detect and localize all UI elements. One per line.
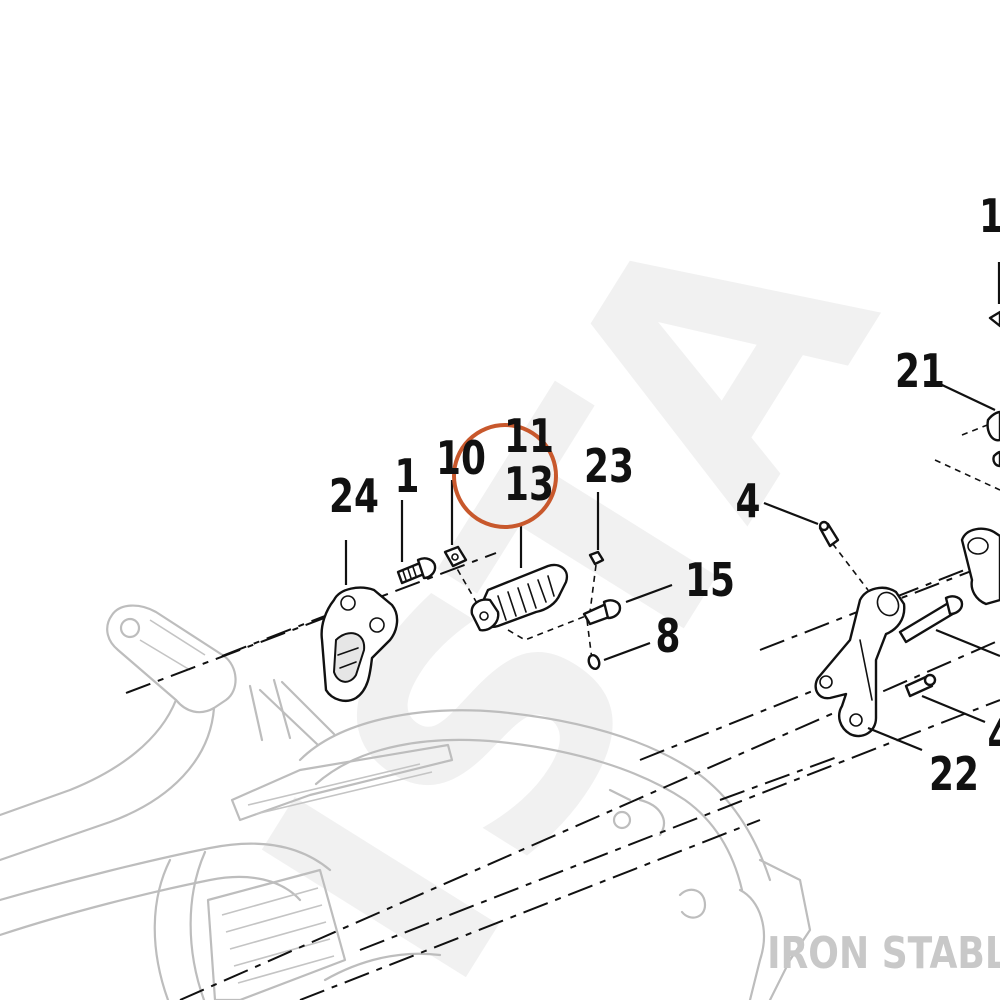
right-edge-bracket <box>935 262 1000 658</box>
part-23-nut <box>588 492 605 566</box>
part-4-bolt-upper <box>763 501 840 548</box>
motorcycle-frame <box>0 604 812 1000</box>
callout-10: 10 <box>979 190 1000 244</box>
callout-23: 23 <box>584 440 634 494</box>
part-22-rear-bracket <box>814 586 923 752</box>
brand-watermark: IRON STABLE <box>767 929 1000 979</box>
callout-24: 24 <box>329 470 379 524</box>
part-13-footpeg <box>470 525 569 632</box>
long-bolt <box>898 595 964 644</box>
callout-4: 4 <box>988 710 1000 764</box>
callout-21: 21 <box>895 345 945 399</box>
callout-8: 8 <box>656 610 681 664</box>
callout-22: 22 <box>929 748 979 802</box>
callout-10: 10 <box>436 432 486 486</box>
part-8-clip <box>587 641 651 670</box>
part-24-mount-bracket <box>320 540 399 702</box>
part-15-pin <box>582 583 673 626</box>
watermark-letters: I S T A <box>190 147 949 1000</box>
highlight-circle <box>452 423 558 529</box>
part-1-bolt <box>396 500 437 585</box>
callout-labels: 24 1 10 11 13 23 15 8 4 21 10 22 4 <box>329 190 1000 802</box>
callout-1: 1 <box>395 450 420 504</box>
callout-4: 4 <box>736 475 761 529</box>
callout-13: 13 <box>504 458 554 512</box>
part-4-bolt-lower <box>904 673 986 724</box>
callout-11: 11 <box>504 410 554 464</box>
part-10-washer <box>443 480 468 568</box>
callout-15: 15 <box>685 554 735 608</box>
